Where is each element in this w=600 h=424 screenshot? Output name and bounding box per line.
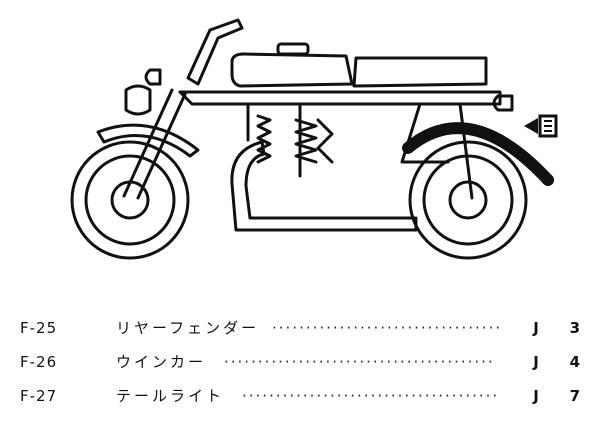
part-name: テールライト [116,387,225,405]
part-name: ウインカー [116,353,207,371]
seat [352,56,488,88]
headlight-icon [144,68,162,86]
part-row[interactable]: F-26 ウインカー ·····························… [20,350,580,374]
part-section: J [533,387,539,405]
leader-dots: ········································ [224,353,495,371]
leader-dots: ······································ [242,387,500,405]
part-name: リヤーフェンダー [116,319,260,337]
part-row[interactable]: F-25 リヤーフェンダー ··························… [20,316,580,340]
rear-fender [402,122,554,186]
fuel-tank [230,52,354,88]
frame [178,90,502,178]
part-page: 3 [569,319,580,337]
handlebar [186,18,244,86]
spring [256,114,272,164]
part-code: F-26 [20,353,58,371]
motorcycle-diagram [70,18,558,260]
part-section: J [533,319,539,337]
part-page: 7 [569,387,580,405]
front-fork [122,88,188,200]
front-wheel [70,140,190,260]
part-section: J [533,353,539,371]
front-fender [96,123,200,158]
exhaust [230,140,418,232]
part-code: F-25 [20,319,58,337]
part-page: 4 [569,353,580,371]
front-indicator-icon [124,84,152,116]
rear-lamp-icon [492,94,514,112]
part-code: F-27 [20,387,58,405]
tail-light-icon [524,114,558,138]
part-row[interactable]: F-27 テールライト ····························… [20,384,580,408]
leader-dots: ·································· [272,319,503,337]
